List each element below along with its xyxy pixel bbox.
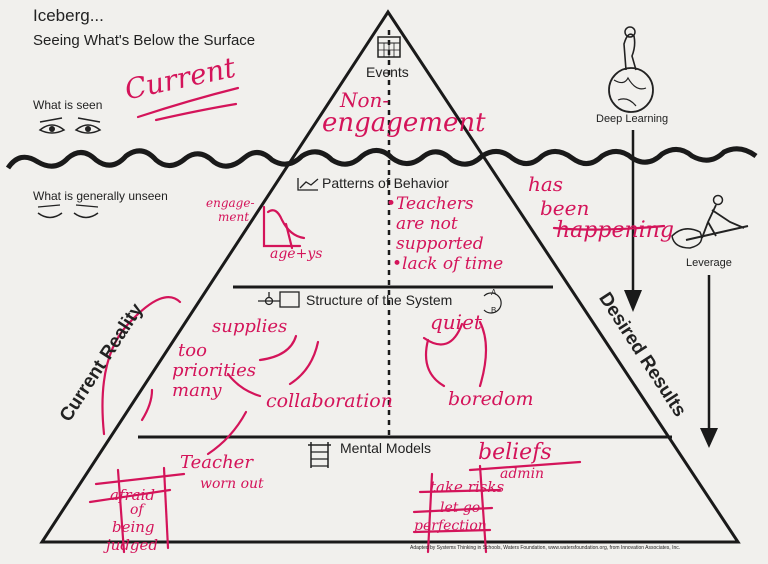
- hw-priorities: priorities: [172, 360, 256, 381]
- current-underline-2: [154, 102, 238, 122]
- engagement-graph-axis: [262, 205, 302, 248]
- arrow-from-priorities: [226, 372, 262, 398]
- hw-teachers-l2: are not: [396, 214, 458, 234]
- hw-too: too: [178, 340, 207, 361]
- hw-worn-out: worn out: [200, 476, 264, 492]
- title-line-2: Seeing What's Below the Surface: [33, 32, 256, 49]
- hw-engagement-small: engage-: [206, 196, 255, 210]
- mental-cross-1: [426, 472, 434, 554]
- hw-judged: judged: [106, 536, 158, 554]
- water-line: [5, 146, 758, 170]
- hw-of: of: [130, 502, 144, 518]
- thinker-globe-icon: [608, 26, 654, 113]
- hw-quiet: quiet: [430, 310, 482, 334]
- hw-non: Non-: [340, 88, 390, 112]
- left-cross-3: [116, 468, 126, 554]
- hw-ment-small: ment: [218, 210, 250, 224]
- hw-takerisks: take risks: [430, 478, 505, 496]
- hw-collaboration: collaboration: [266, 390, 393, 412]
- left-cross-4: [162, 466, 170, 550]
- mental-line-2: [412, 506, 494, 514]
- lever-figure-icon: [671, 194, 749, 249]
- mental-line-1: [418, 488, 502, 494]
- label-what-is-seen: What is seen: [33, 98, 103, 112]
- hw-has: has: [528, 172, 564, 196]
- beliefs-underline: [468, 460, 582, 472]
- mental-line-3: [412, 528, 492, 534]
- level-mental-models: Mental Models: [340, 440, 432, 456]
- deep-learning-arrowhead: [624, 290, 642, 312]
- open-eyes-icon: [38, 117, 102, 134]
- level-events: Events: [366, 64, 409, 80]
- hw-supplies: supplies: [212, 316, 288, 337]
- closed-eyes-icon: [37, 204, 99, 219]
- happening-underline: [552, 224, 666, 231]
- hw-teachers-l3: supported: [396, 234, 484, 254]
- iceberg-triangle: [39, 9, 741, 544]
- teacher-arrow-up: [140, 388, 154, 422]
- hw-been: been: [540, 196, 590, 220]
- hw-perfection: perfection: [414, 518, 487, 534]
- teacher-arrow: [206, 410, 248, 456]
- hw-teachers-l4: •lack of time: [392, 254, 504, 274]
- calendar-icon: [377, 36, 401, 58]
- ladder-icon: [308, 442, 331, 468]
- hw-boredom: boredom: [448, 388, 534, 410]
- loop-letter-b: B: [491, 306, 497, 315]
- engagement-graph-curve: [266, 209, 306, 240]
- quiet-arrow-right: [478, 320, 488, 388]
- current-reality-loop: [101, 296, 182, 436]
- hw-beliefs: beliefs: [478, 440, 552, 465]
- hw-letgo: let go: [440, 500, 481, 516]
- hw-many: many: [172, 380, 222, 401]
- stock-flow-icon: [258, 291, 300, 308]
- hw-being: being: [112, 518, 155, 536]
- left-cross-2: [88, 488, 172, 504]
- level-structure: Structure of the System: [306, 292, 453, 308]
- label-leverage: Leverage: [686, 257, 732, 269]
- hw-afraid: afraid: [110, 486, 156, 504]
- arrow-to-collab: [288, 340, 320, 386]
- age-arrow: [284, 222, 294, 250]
- hw-teacher: Teacher: [180, 452, 253, 473]
- label-what-is-unseen: What is generally unseen: [33, 189, 168, 203]
- hw-age-yrs: age+ys: [270, 246, 323, 262]
- loop-icon: [483, 292, 502, 314]
- hw-admin: admin: [500, 466, 545, 482]
- trend-graph-icon: [297, 178, 319, 191]
- hw-happening: happening: [556, 218, 674, 243]
- hw-engagement: engagement: [322, 108, 486, 138]
- label-deep-learning: Deep Learning: [596, 113, 669, 125]
- structure-bracket: [258, 334, 298, 362]
- level-patterns: Patterns of Behavior: [322, 175, 449, 191]
- current-underline-1: [136, 86, 240, 119]
- boredom-loop: [424, 338, 446, 388]
- title-line-1: Iceberg...: [33, 6, 104, 25]
- footer-credit: Adapted by Systems Thinking in Schools, …: [410, 545, 681, 551]
- leverage-arrowhead: [700, 428, 718, 448]
- loop-letter-a: A: [491, 288, 497, 297]
- left-cross-1: [94, 472, 186, 486]
- hw-teachers-l1: •Teachers: [386, 194, 474, 214]
